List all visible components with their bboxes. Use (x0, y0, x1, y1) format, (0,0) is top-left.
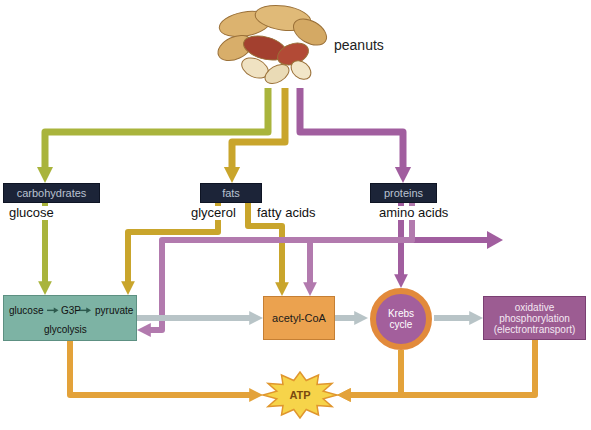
process-box: acetyl-CoA (263, 296, 335, 340)
arrow-head (224, 167, 240, 183)
outgoing-arrow-head (487, 231, 503, 249)
process-box: glucose G3P pyruvate glycolysis (3, 295, 137, 341)
process-text: glucose (9, 305, 43, 316)
process-text: oxidative phosphorylation (electrontrans… (486, 302, 583, 335)
process-text: glycolysis (44, 324, 87, 335)
nutrient-band: proteins (370, 183, 437, 203)
nutrient-band: carbohydrates (3, 183, 100, 203)
arrow-head (395, 167, 411, 183)
arrow-head (249, 311, 263, 325)
process-text: acetyl-CoA (272, 312, 326, 324)
process-text: G3P (61, 305, 81, 316)
flow-connector (300, 88, 403, 172)
peanut-illustration (215, 2, 330, 88)
flow-connector (70, 341, 253, 395)
arrow-head (137, 323, 151, 337)
cycle-circle: Krebs cycle (368, 288, 434, 350)
edge-label: fatty acids (256, 206, 317, 220)
process-text: pyruvate (95, 305, 133, 316)
band-text: carbohydrates (17, 187, 87, 199)
food-label: peanuts (334, 38, 384, 53)
process-text: Krebs cycle (381, 308, 421, 330)
process-box: oxidative phosphorylation (electrontrans… (483, 296, 586, 340)
arrow-head (38, 281, 52, 295)
flow-connector (232, 88, 285, 172)
flow-connector (347, 350, 401, 395)
outgoing-arrow-line (412, 237, 490, 243)
arrow-head (121, 281, 135, 295)
edge-label: glucose (8, 206, 55, 220)
arrow-head (394, 274, 408, 288)
flow-connector (434, 315, 473, 321)
arrow-head (469, 311, 483, 325)
source-food: peanuts (215, 2, 330, 88)
edge-label: glycerol (190, 206, 237, 220)
arrow-head (37, 167, 53, 183)
band-text: fats (222, 187, 240, 199)
flow-connector (137, 315, 253, 321)
energy-text: ATP (289, 389, 310, 401)
band-text: proteins (384, 187, 423, 199)
arrow-head (354, 311, 368, 325)
flow-connector (347, 340, 535, 395)
edge-label: amino acids (378, 206, 449, 220)
arrow-head (275, 282, 289, 296)
arrow-head (303, 282, 317, 296)
energy-burst: ATP (263, 372, 337, 418)
nutrient-band: fats (200, 183, 262, 203)
